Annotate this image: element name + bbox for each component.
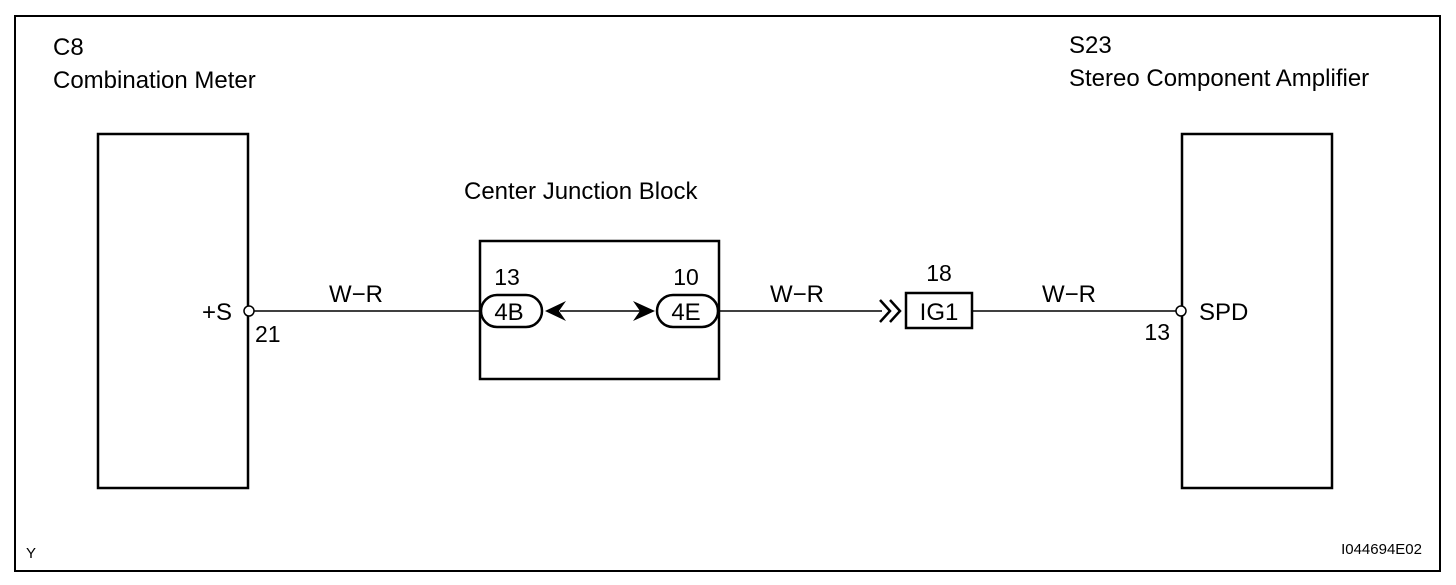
right-component-code: S23: [1069, 32, 1112, 59]
in-line-connector-box: [904, 291, 974, 330]
stereo-amplifier-box: [1180, 132, 1334, 490]
wire-color-label-1: W−R: [329, 281, 383, 308]
connector-4e-pin: 10: [673, 264, 699, 290]
connector-4e-terminal-icon: [633, 301, 655, 321]
wire-color-label-2: W−R: [770, 281, 824, 308]
connector-4b-pin: 13: [494, 264, 520, 290]
left-component-name: Combination Meter: [53, 67, 256, 94]
connector-4b-label: 4B: [494, 299, 523, 326]
left-pin-number: 21: [255, 321, 281, 347]
right-terminal-circle: [1175, 305, 1187, 317]
in-line-connector-pin: 18: [926, 260, 952, 286]
figure-id: I044694E02: [1341, 541, 1422, 558]
wire-color-label-3: W−R: [1042, 281, 1096, 308]
in-line-connector-label: IG1: [920, 299, 959, 326]
footer-left-mark: Y: [26, 545, 36, 562]
connector-4b-shape: [479, 293, 544, 329]
diagram-frame: [14, 15, 1441, 572]
connector-4e-label: 4E: [671, 299, 700, 326]
right-terminal-label: SPD: [1199, 299, 1248, 326]
left-terminal-label: +S: [202, 299, 232, 326]
left-component-code: C8: [53, 34, 84, 61]
connector-4e-shape: [655, 293, 720, 329]
junction-block-name: Center Junction Block: [464, 178, 698, 205]
combination-meter-box: [96, 132, 250, 490]
left-terminal-circle: [243, 305, 255, 317]
connector-4b-terminal-icon: [545, 301, 566, 321]
right-component-name: Stereo Component Amplifier: [1069, 65, 1369, 92]
right-pin-number: 13: [1144, 319, 1170, 345]
in-line-connector-chevron-icon: [879, 299, 902, 323]
